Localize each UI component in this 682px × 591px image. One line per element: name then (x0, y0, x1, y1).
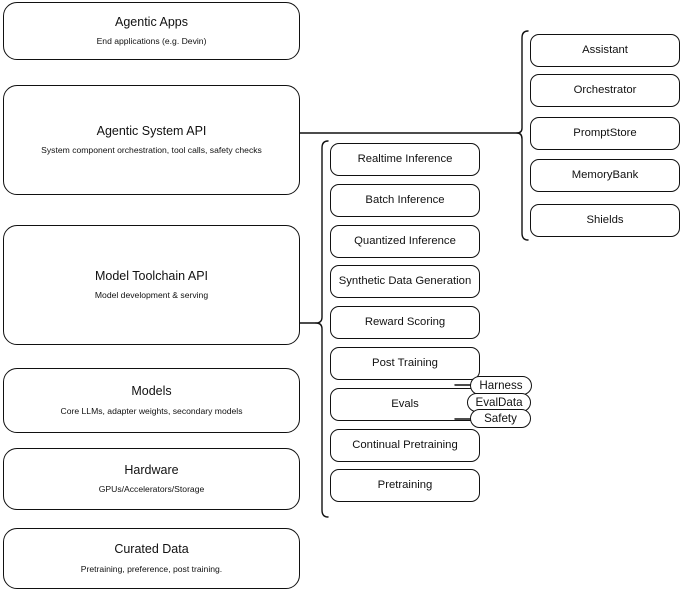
eval-tag-label: Harness (479, 379, 523, 392)
component-label: Batch Inference (365, 194, 445, 207)
layer-agentic-apps[interactable]: Agentic Apps End applications (e.g. Devi… (3, 2, 300, 60)
layer-curated-data[interactable]: Curated Data Pretraining, preference, po… (3, 528, 300, 589)
layer-subtitle: Core LLMs, adapter weights, secondary mo… (60, 405, 243, 416)
eval-tag-label: EvalData (475, 396, 523, 409)
component-label: Post Training (372, 357, 438, 370)
toolchain-component-realtime-inference[interactable]: Realtime Inference (330, 143, 480, 176)
component-label: Shields (586, 214, 624, 227)
component-label: Reward Scoring (364, 316, 446, 329)
system-component-assistant[interactable]: Assistant (530, 34, 680, 67)
toolchain-component-evals[interactable]: Evals (330, 388, 480, 421)
component-label: Quantized Inference (354, 235, 456, 248)
toolchain-component-post-training[interactable]: Post Training (330, 347, 480, 380)
layer-title: Agentic Apps (115, 14, 188, 29)
system-component-memorybank[interactable]: MemoryBank (530, 159, 680, 192)
eval-tag-safety[interactable]: Safety (470, 409, 531, 428)
component-label: Evals (391, 398, 419, 411)
component-label: PromptStore (573, 127, 637, 140)
system-components-bracket (516, 30, 529, 241)
layer-subtitle: Pretraining, preference, post training. (80, 563, 223, 574)
toolchain-component-batch-inference[interactable]: Batch Inference (330, 184, 480, 217)
eval-tag-evaldata[interactable]: EvalData (467, 393, 531, 412)
toolchain-component-synthetic-data-generation[interactable]: Synthetic Data Generation (330, 265, 480, 298)
component-label: Continual Pretraining (352, 439, 458, 452)
component-label: Realtime Inference (357, 153, 453, 166)
layer-title: Curated Data (114, 542, 189, 557)
layer-subtitle: System component orchestration, tool cal… (41, 145, 262, 156)
layer-model-toolchain-api[interactable]: Model Toolchain API Model development & … (3, 225, 300, 345)
component-label: MemoryBank (571, 169, 639, 182)
component-label: Synthetic Data Generation (338, 275, 472, 288)
toolchain-component-continual-pretraining[interactable]: Continual Pretraining (330, 429, 480, 462)
layer-subtitle: GPUs/Accelerators/Storage (98, 484, 205, 495)
eval-tag-label: Safety (484, 412, 517, 425)
component-label: Pretraining (377, 479, 433, 492)
toolchain-components-bracket (315, 140, 329, 518)
layer-title: Hardware (124, 462, 179, 477)
layer-title: Model Toolchain API (94, 268, 209, 283)
layer-subtitle: Model development & serving (94, 290, 209, 301)
toolchain-component-quantized-inference[interactable]: Quantized Inference (330, 225, 480, 258)
component-label: Assistant (582, 44, 628, 57)
system-component-shields[interactable]: Shields (530, 204, 680, 237)
system-component-promptstore[interactable]: PromptStore (530, 117, 680, 150)
toolchain-component-reward-scoring[interactable]: Reward Scoring (330, 306, 480, 339)
system-component-orchestrator[interactable]: Orchestrator (530, 74, 680, 107)
layer-models[interactable]: Models Core LLMs, adapter weights, secon… (3, 368, 300, 433)
layer-hardware[interactable]: Hardware GPUs/Accelerators/Storage (3, 448, 300, 510)
component-label: Orchestrator (573, 84, 637, 97)
layer-title: Agentic System API (96, 123, 207, 138)
layer-title: Models (131, 384, 172, 399)
toolchain-component-pretraining[interactable]: Pretraining (330, 469, 480, 502)
layer-agentic-system-api[interactable]: Agentic System API System component orch… (3, 85, 300, 195)
layer-subtitle: End applications (e.g. Devin) (96, 36, 207, 47)
